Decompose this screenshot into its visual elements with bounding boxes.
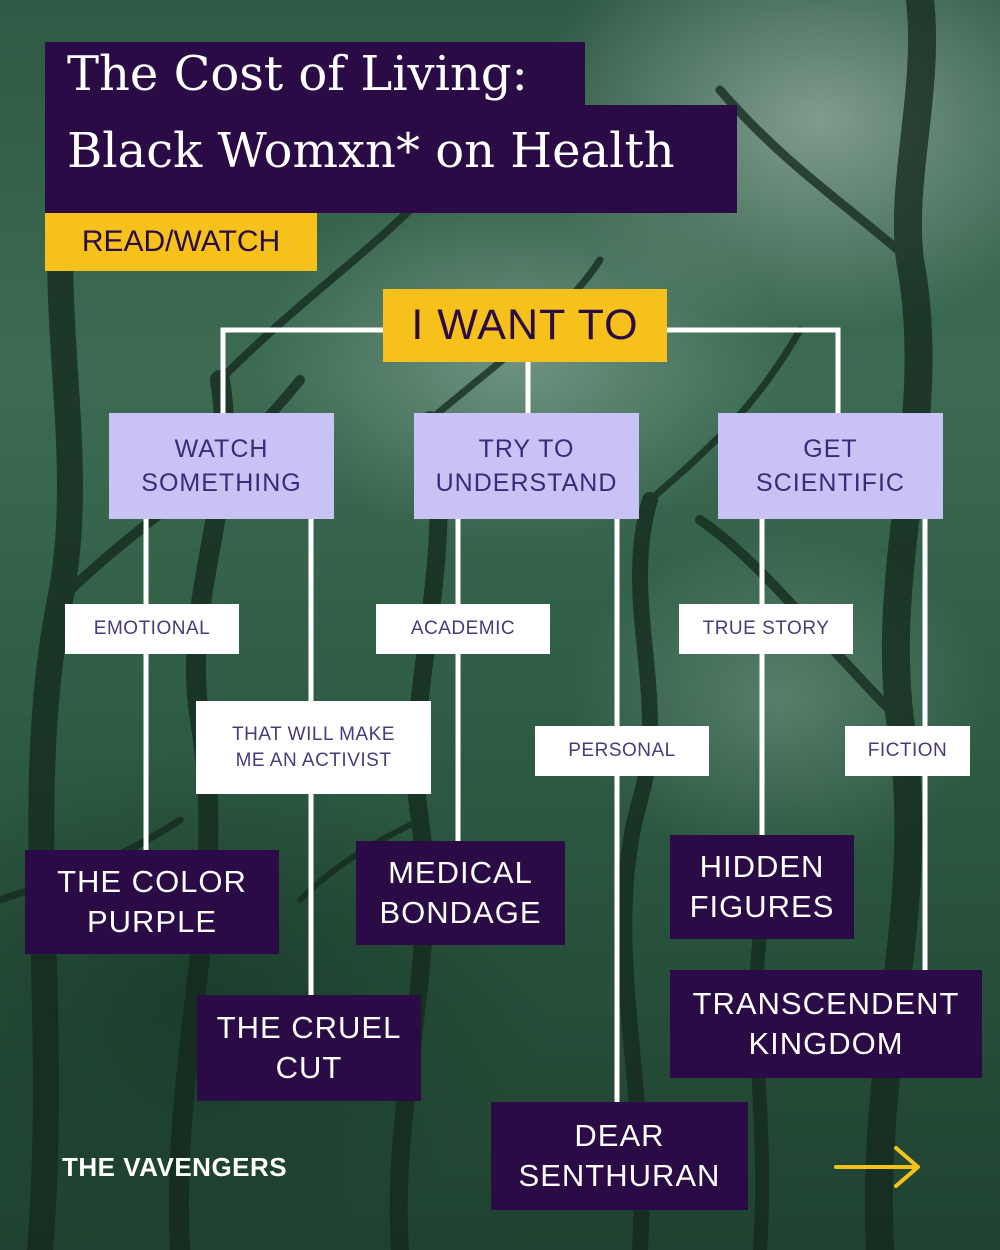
result-the-color-purple[interactable]: THE COLOR PURPLE (25, 850, 279, 954)
result-the-cruel-cut[interactable]: THE CRUEL CUT (197, 995, 421, 1101)
category-tag-text: READ/WATCH (81, 225, 281, 258)
root-node: I WANT TO (383, 289, 667, 362)
label-personal-text: PERSONAL (568, 740, 676, 761)
title-line-2: Black Womxn* on Health (45, 105, 737, 213)
label-academic: ACADEMIC (376, 604, 550, 654)
result-medical-bondage[interactable]: MEDICAL BONDAGE (356, 841, 565, 945)
result-dear-senthuran-text: DEAR SENTHURAN (518, 1118, 721, 1193)
label-true-story-text: TRUE STORY (702, 618, 830, 639)
label-personal: PERSONAL (535, 726, 709, 776)
label-emotional: EMOTIONAL (65, 604, 239, 654)
result-cruel-cut-text: THE CRUEL CUT (216, 1010, 402, 1085)
category-tag: READ/WATCH (45, 213, 317, 271)
label-fiction: FICTION (845, 726, 970, 776)
branch-try-to-understand[interactable]: TRY TO UNDERSTAND (414, 413, 639, 519)
brand-logo: THE VAVENGERS (62, 1152, 287, 1183)
branch-understand-label: TRY TO UNDERSTAND (435, 435, 618, 497)
result-color-purple-text: THE COLOR PURPLE (57, 864, 247, 939)
result-hidden-figures-text: HIDDEN FIGURES (689, 849, 835, 924)
arrow-right-icon[interactable] (832, 1142, 924, 1192)
title-line-1: The Cost of Living: (45, 42, 585, 108)
label-fiction-text: FICTION (867, 740, 948, 761)
result-dear-senthuran[interactable]: DEAR SENTHURAN (491, 1102, 748, 1210)
root-node-text: I WANT TO (411, 301, 639, 349)
result-hidden-figures[interactable]: HIDDEN FIGURES (670, 835, 854, 939)
label-emotional-text: EMOTIONAL (93, 618, 211, 639)
label-activist-text: THAT WILL MAKE ME AN ACTIVIST (232, 723, 395, 771)
result-transcendent-kingdom[interactable]: TRANSCENDENT KINGDOM (670, 970, 982, 1078)
title-line-1-text: The Cost of Living: (67, 46, 528, 102)
result-medical-bondage-text: MEDICAL BONDAGE (379, 855, 542, 930)
label-academic-text: ACADEMIC (410, 618, 516, 639)
label-true-story: TRUE STORY (679, 604, 853, 654)
branch-get-scientific[interactable]: GET SCIENTIFIC (718, 413, 943, 519)
brand-logo-text: THE VAVENGERS (62, 1152, 288, 1182)
branch-watch-something[interactable]: WATCH SOMETHING (109, 413, 334, 519)
branch-scientific-label: GET SCIENTIFIC (756, 435, 905, 497)
title-line-2-text: Black Womxn* on Health (67, 123, 675, 179)
label-activist: THAT WILL MAKE ME AN ACTIVIST (196, 701, 431, 794)
branch-watch-label: WATCH SOMETHING (141, 435, 302, 497)
result-transcendent-kingdom-text: TRANSCENDENT KINGDOM (692, 986, 960, 1061)
